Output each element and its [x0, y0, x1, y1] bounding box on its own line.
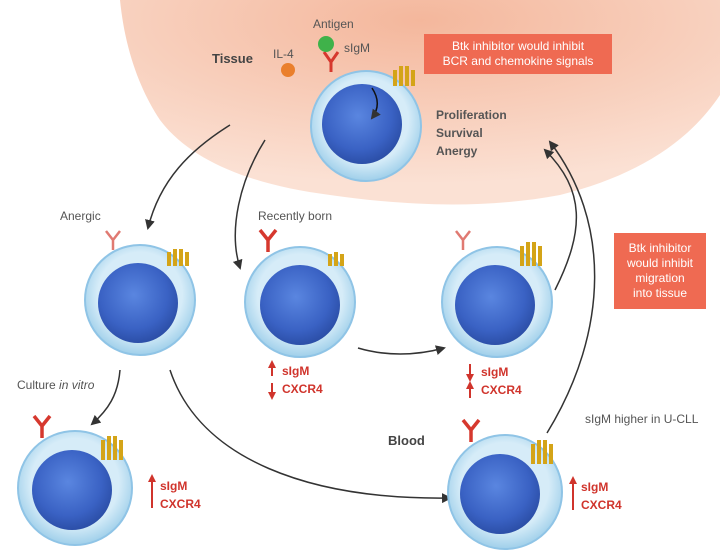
tissue-label: Tissue — [212, 51, 253, 66]
cell-anergic — [84, 244, 196, 356]
btk-box-right: Btk inhibitor would inhibit migration in… — [614, 233, 706, 309]
cxcr4-receptor-top — [393, 66, 415, 86]
culture-italic: in vitro — [59, 378, 95, 392]
arrow-bottom-right-to-tissue — [546, 140, 596, 434]
blood-label: Blood — [388, 433, 425, 448]
bcr-receptor-recent — [258, 228, 278, 252]
marker-bottom-left-sigm: sIgM — [160, 479, 188, 493]
arrow-right-to-tissue — [543, 148, 578, 291]
culture-prefix: Culture — [17, 378, 60, 392]
anergic-label: Anergic — [60, 209, 101, 223]
il4-dot — [281, 63, 295, 77]
prolif-line-3: Anergy — [436, 144, 478, 158]
arrow-tissue-to-recent — [232, 139, 266, 270]
marker-recent-cxcr4: CXCR4 — [282, 382, 323, 396]
cxcr4-receptor-right-mid — [520, 242, 542, 266]
bcr-receptor-right-mid — [455, 230, 471, 250]
cell-right-mid — [441, 246, 553, 358]
cell-tissue — [310, 70, 422, 182]
bcr-receptor-bottom-right — [461, 418, 481, 442]
marker-recent-sigm: sIgM — [282, 364, 310, 378]
arrow-recent-to-right — [357, 345, 446, 355]
arrow-anergic-to-culture — [90, 369, 121, 426]
btk-box-top: Btk inhibitor would inhibit BCR and chem… — [424, 34, 612, 74]
arrow-tissue-to-anergic — [145, 124, 231, 230]
prolif-label: Proliferation Survival Anergy — [436, 106, 507, 160]
marker-right-mid: sIgM CXCR4 — [481, 363, 522, 399]
culture-label: Culture in vitro — [17, 378, 94, 392]
marker-right-mid-cxcr4: CXCR4 — [481, 383, 522, 397]
marker-bottom-right: sIgM CXCR4 — [581, 478, 622, 514]
btk-box-top-line-2: BCR and chemokine signals — [442, 54, 594, 68]
prolif-line-2: Survival — [436, 126, 483, 140]
arrow-anergic-to-bottom-right — [169, 369, 452, 504]
prolif-line-1: Proliferation — [436, 108, 507, 122]
marker-bottom-right-cxcr4: CXCR4 — [581, 498, 622, 512]
btk-box-right-line-1: Btk inhibitor — [628, 241, 692, 255]
btk-box-right-line-2: would inhibit — [626, 256, 694, 270]
marker-bottom-right-sigm: sIgM — [581, 480, 609, 494]
marker-recent: sIgM CXCR4 — [282, 362, 323, 398]
cxcr4-receptor-bottom-left — [101, 436, 123, 460]
cxcr4-receptor-bottom-right — [531, 440, 553, 464]
bcr-receptor-bottom-left — [32, 414, 52, 438]
marker-right-mid-sigm: sIgM — [481, 365, 509, 379]
cxcr4-receptor-anergic — [167, 249, 189, 266]
antigen-dot — [318, 36, 334, 52]
btk-box-top-line-1: Btk inhibitor would inhibit — [451, 39, 585, 53]
antigen-label: Antigen — [313, 17, 354, 31]
marker-bottom-left: sIgM CXCR4 — [160, 477, 201, 513]
bcr-receptor-top — [322, 51, 340, 72]
tissue-region — [120, 0, 720, 205]
btk-box-right-line-4: into tissue — [632, 286, 688, 300]
btk-box-right-line-3: migration — [635, 271, 685, 285]
il4-label: IL-4 — [273, 47, 294, 61]
recently-born-label: Recently born — [258, 209, 333, 223]
sigm-higher-label: sIgM higher in U-CLL — [585, 412, 699, 426]
sigm-label: sIgM — [344, 41, 371, 55]
bcr-receptor-anergic — [105, 230, 121, 250]
cxcr4-receptor-recent — [328, 252, 344, 266]
cell-recently-born — [244, 246, 356, 358]
marker-bottom-left-cxcr4: CXCR4 — [160, 497, 201, 511]
